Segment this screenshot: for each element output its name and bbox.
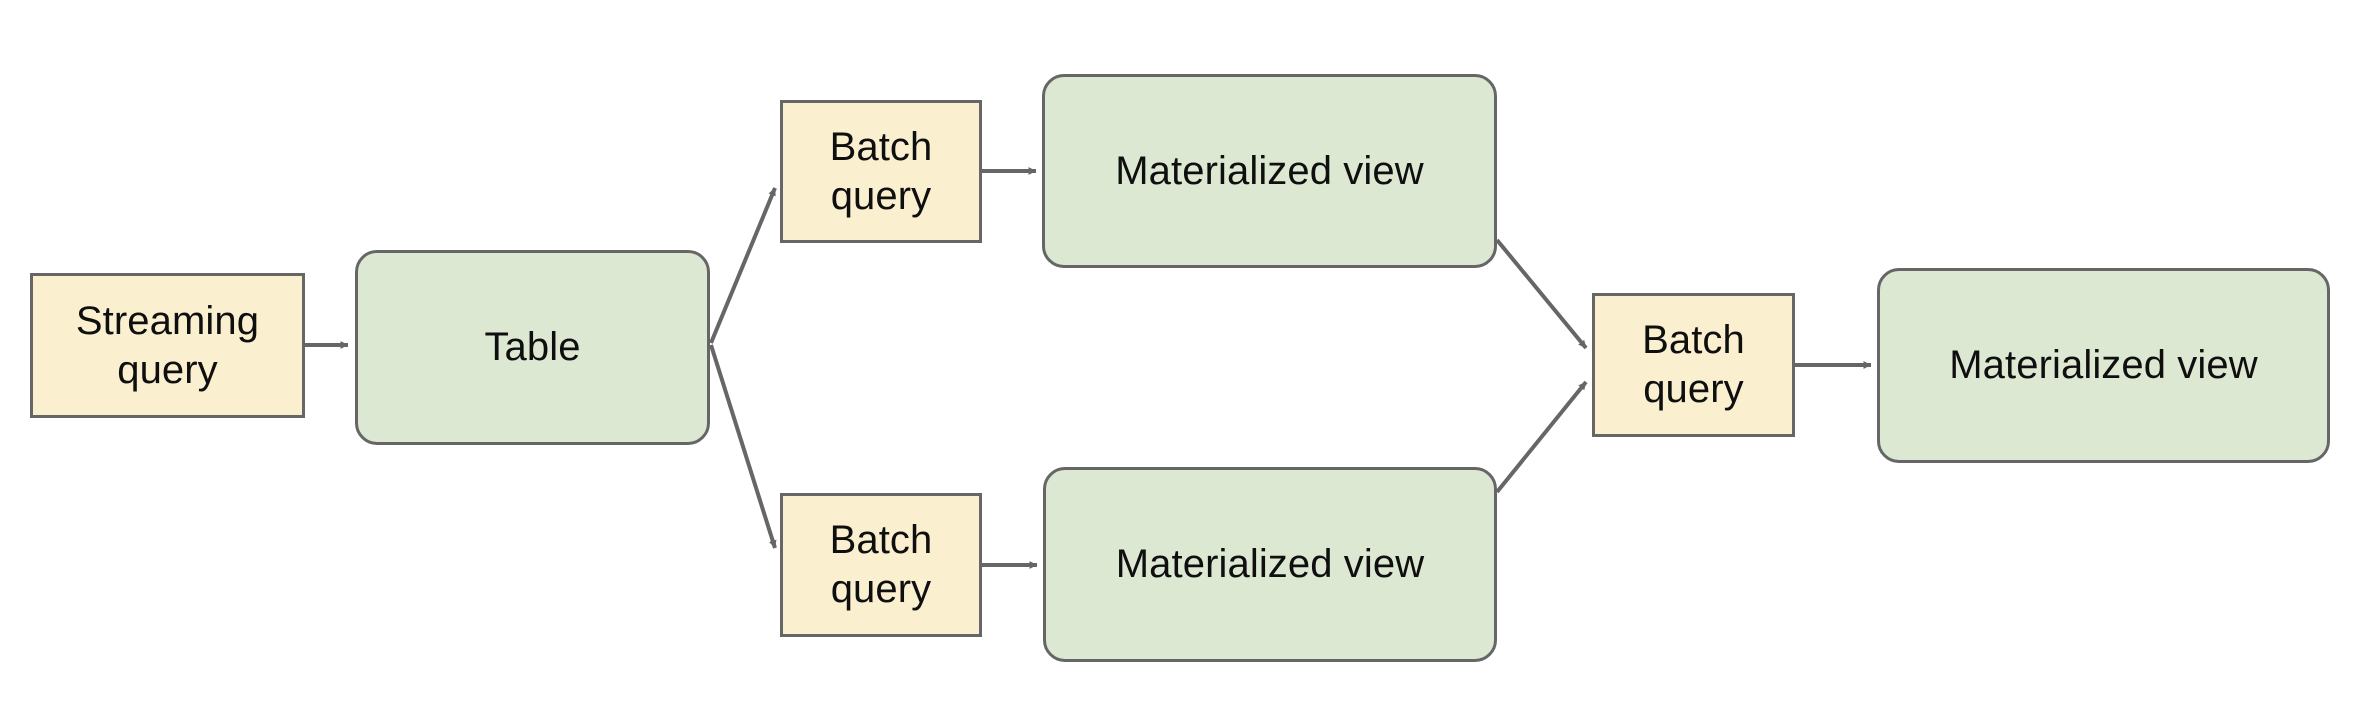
node-streaming-query-label: Streaming query (75, 298, 260, 392)
node-materialized-view-top[interactable]: Materialized view (1042, 74, 1497, 268)
node-batch-query-top[interactable]: Batch query (780, 100, 982, 243)
node-batch-query-top-label: Batch query (829, 124, 933, 218)
node-batch-query-bottom-label: Batch query (829, 518, 933, 611)
node-materialized-view-bottom[interactable]: Materialized view (1043, 467, 1497, 662)
node-streaming-query[interactable]: Streaming query (30, 273, 305, 418)
node-materialized-view-bottom-label: Materialized view (1115, 542, 1425, 587)
node-materialized-view-final[interactable]: Materialized view (1877, 268, 2330, 463)
node-table[interactable]: Table (355, 250, 710, 445)
node-batch-query-bottom[interactable]: Batch query (780, 493, 982, 637)
node-batch-query-merge[interactable]: Batch query (1592, 293, 1795, 437)
edge-table-to-batch-query-bottom (709, 344, 777, 549)
edge-table-to-batch-query-top (709, 187, 777, 344)
edge-materialized-view-top-to-batch-query-merge (1495, 238, 1588, 350)
edge-materialized-view-bottom-to-batch-query-merge (1495, 380, 1588, 494)
node-batch-query-merge-label: Batch query (1642, 318, 1745, 411)
node-table-label: Table (484, 325, 581, 370)
node-materialized-view-top-label: Materialized view (1115, 148, 1424, 193)
node-materialized-view-final-label: Materialized view (1949, 343, 2258, 388)
